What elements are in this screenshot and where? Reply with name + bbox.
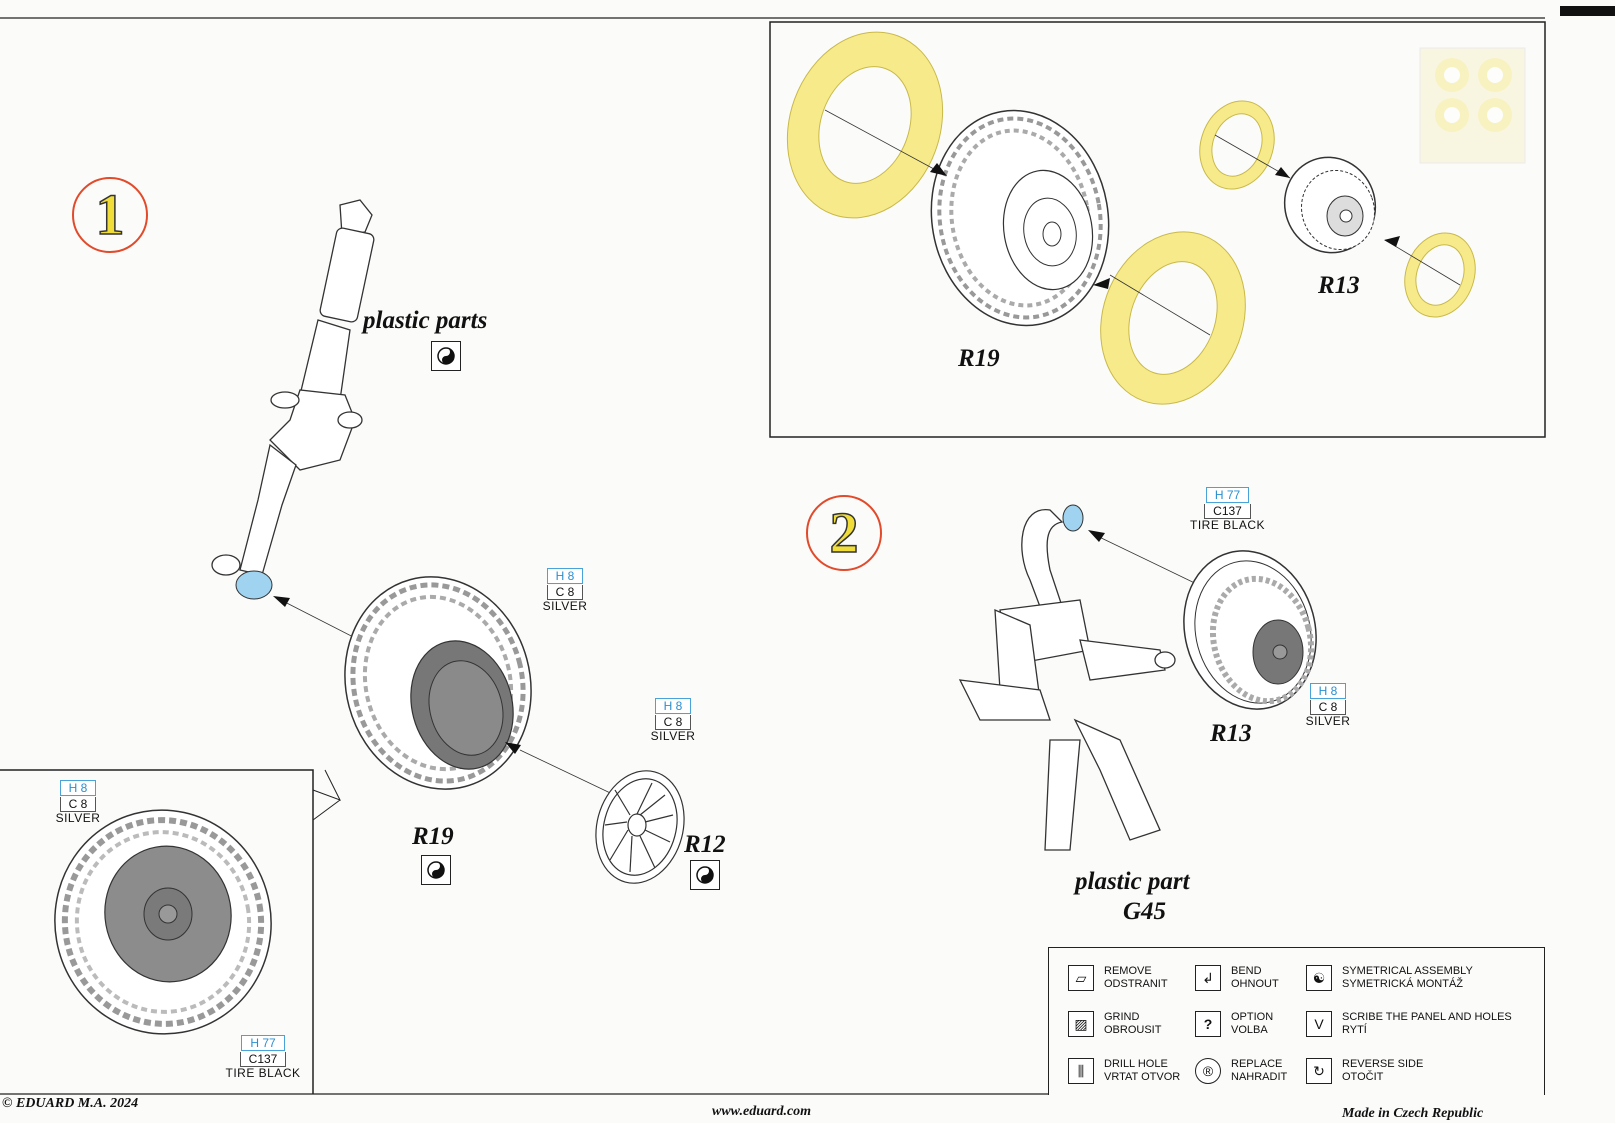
legend-text: OHNOUT [1231,978,1279,990]
wheel-r13 [1183,550,1317,710]
plastic-parts-label: plastic parts [363,307,488,334]
grind-icon: ▨ [1068,1011,1094,1037]
paint-callout-silver-r12: H 8 C 8 SILVER [643,698,703,742]
reverse-side-icon: ↻ [1306,1058,1332,1084]
paint-callout-silver-detail: H 8 C 8 SILVER [48,780,108,824]
paint-code-h: H 8 [546,568,584,584]
step-1-marker: 1 [72,177,148,253]
legend-text: BEND [1231,965,1262,977]
website-text: www.eduard.com [712,1104,812,1119]
drill-hole-icon: ⫼ [1068,1058,1094,1084]
symmetrical-icon: ☯ [1306,965,1332,991]
wheel-r13-top [1283,156,1377,254]
paint-code-c: C137 [239,1052,287,1067]
legend-text: REVERSE SIDE [1342,1058,1424,1070]
symmetrical-mark-3 [690,860,720,890]
option-icon: ? [1195,1011,1221,1037]
legend-text: RYTÍ [1342,1024,1367,1036]
symmetrical-icon [437,347,455,365]
callout-box [0,769,314,1094]
plastic-part-label: plastic part [1075,868,1190,895]
paint-callout-tire-black-detail: H 77 C137 TIRE BLACK [218,1035,308,1079]
mask-rings [786,31,1476,405]
r19-top-label: R19 [958,345,1000,372]
symmetrical-icon [427,861,445,879]
paint-name: SILVER [650,729,696,743]
paint-name: TIRE BLACK [225,1066,301,1080]
step-2-number: 2 [829,500,860,565]
origin-text: Made in Czech Republic [1342,1106,1484,1121]
paint-code-c: C 8 [546,585,584,600]
mask-detail-box [769,21,1546,438]
paint-code-h: H 77 [1205,487,1250,503]
mask-sheet-thumbnail [1419,47,1526,164]
copyright-text: © EDUARD M.A. 2024 [2,1096,139,1111]
legend-text: REPLACE [1231,1058,1283,1070]
legend-text: SYMETRICKÁ MONTÁŽ [1342,978,1464,990]
legend-text: REMOVE [1104,965,1152,977]
scribe-icon: V [1306,1011,1332,1037]
paint-callout-silver-r19: H 8 C 8 SILVER [535,568,595,612]
legend-text: OPTION [1231,1011,1274,1023]
step-2-marker: 2 [806,495,882,571]
legend-text: OTOČIT [1342,1071,1384,1083]
symbol-legend [1048,947,1545,1095]
r13-top-label: R13 [1318,272,1360,299]
symmetrical-mark-2 [421,855,451,885]
tire-r19 [344,576,532,790]
wheel-detail [54,809,272,1035]
replace-icon: ® [1195,1058,1221,1084]
paint-code-h: H 8 [59,780,97,796]
paint-code-h: H 8 [1309,683,1347,699]
legend-text: ODSTRANIT [1104,978,1168,990]
landing-gear-strut [211,199,375,576]
axle-paint-spot-2 [1062,504,1084,532]
legend-text: OBROUSIT [1104,1024,1162,1036]
paint-code-c: C 8 [654,715,692,730]
landing-gear-leg-g45 [958,509,1176,851]
legend-text: DRILL HOLE [1104,1058,1168,1070]
bend-icon: ↲ [1195,965,1221,991]
legend-text: NAHRADIT [1231,1071,1288,1083]
paint-code-c: C 8 [59,797,97,812]
legend-text: GRIND [1104,1011,1140,1023]
legend-text: VOLBA [1231,1024,1268,1036]
remove-icon: ▱ [1068,965,1094,991]
paint-code-h: H 8 [654,698,692,714]
r13-label: R13 [1210,720,1252,747]
paint-name: SILVER [542,599,588,613]
paint-code-c: C137 [1204,504,1251,519]
legend-text: VRTAT OTVOR [1104,1071,1181,1083]
symmetrical-icon [696,866,714,884]
r19-label: R19 [412,823,454,850]
paint-name: TIRE BLACK [1189,518,1266,532]
paint-callout-tire-black-r13: H 77 C137 TIRE BLACK [1180,487,1275,531]
paint-name: SILVER [1305,714,1351,728]
axle-paint-spot [235,570,273,600]
legend-text: SYMETRICAL ASSEMBLY [1342,965,1473,977]
tire-r19-top [930,109,1110,327]
hub-r12 [595,770,685,884]
symmetrical-mark-1 [431,341,461,371]
paint-code-c: C 8 [1309,700,1347,715]
paint-callout-silver-r13: H 8 C 8 SILVER [1298,683,1358,727]
r12-label: R12 [684,831,726,858]
g45-label: G45 [1123,898,1167,925]
paint-code-h: H 77 [241,1035,285,1051]
legend-text: SCRIBE THE PANEL AND HOLES [1342,1011,1512,1023]
paint-name: SILVER [55,811,101,825]
step-1-number: 1 [95,182,126,247]
